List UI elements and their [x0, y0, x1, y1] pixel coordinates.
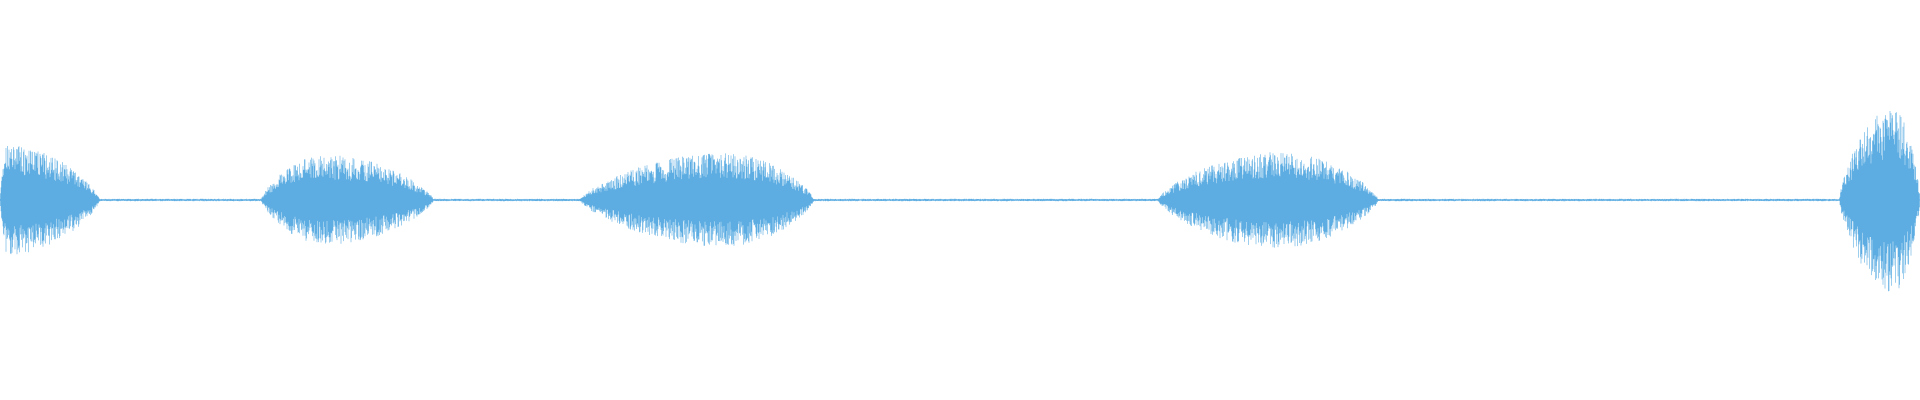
waveform-path [0, 111, 1920, 292]
waveform-trace [0, 111, 1920, 292]
